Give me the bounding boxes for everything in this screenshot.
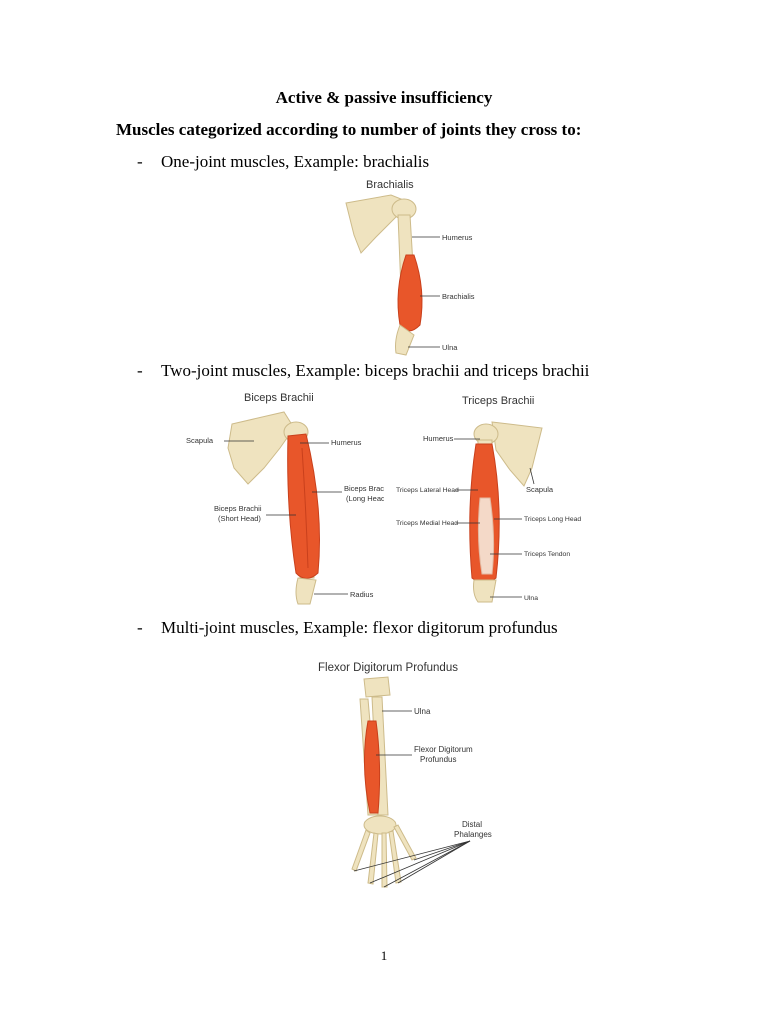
figure-triceps-brachii: Triceps Brachii Humerus Scapula Triceps … [392,388,582,608]
bullet-dash: - [137,152,143,171]
label-distal-sub: Phalanges [454,830,492,839]
biceps-muscle [287,433,320,579]
page-number: 1 [380,948,388,963]
label-ulna: Ulna [414,707,431,716]
biceps-divide [301,447,309,569]
bullet-two-joint: -Two-joint muscles, Example: biceps brac… [137,361,589,381]
ulna-bone [395,324,415,356]
figure-title: Flexor Digitorum Profundus [318,662,458,674]
label-scapula: Scapula [186,436,214,445]
triceps-tendon [477,497,495,575]
figure-title: Triceps Brachii [462,395,534,407]
fdp-muscle [363,720,381,814]
carpal-bones [363,815,397,835]
label-lateral-head: Triceps Lateral Head [396,487,459,494]
label-fdp-sub: Profundus [420,755,456,764]
page-title: Active & passive insufficiency [275,88,493,107]
figure-brachialis: Brachialis Humerus Brachialis Ulna [336,175,486,360]
label-humerus: Humerus [423,434,454,443]
bullet-dash: - [137,361,143,380]
bullet-multi-joint: -Multi-joint muscles, Example: flexor di… [137,618,558,638]
bullet-text: Multi-joint muscles, Example: flexor dig… [161,618,558,637]
figure-title: Brachialis [366,179,414,191]
radius-bone [295,577,317,605]
label-brachialis: Brachialis [442,292,475,301]
humerus-distal [363,676,391,698]
bullet-one-joint: -One-joint muscles, Example: brachialis [137,152,429,172]
label-ulna: Ulna [524,595,538,602]
label-tendon: Triceps Tendon [524,551,570,558]
brachialis-muscle [397,254,423,332]
bullet-text: Two-joint muscles, Example: biceps brach… [161,361,590,380]
label-humerus: Humerus [331,438,362,447]
bullet-dash: - [137,618,143,637]
distal-phalanges-leader-lines [353,840,471,888]
label-fdp: Flexor Digitorum [414,745,473,754]
scapula-bone [227,411,295,485]
figure-title: Biceps Brachii [244,392,314,404]
label-ulna: Ulna [442,343,458,352]
label-radius: Radius [350,590,374,599]
label-long-head-sub: (Long Head) [346,494,384,503]
label-medial-head: Triceps Medial Head [396,520,458,527]
figure-flexor-digitorum-profundus: Flexor Digitorum Profundus Ulna Flexor D… [316,655,506,900]
bullet-text: One-joint muscles, Example: brachialis [161,152,430,171]
label-short-head-sub: (Short Head) [218,514,261,523]
label-short-head: Biceps Brachii [214,504,262,513]
scapula-bone [491,421,543,487]
label-scapula: Scapula [526,485,554,494]
label-humerus: Humerus [442,233,473,242]
section-heading: Muscles categorized according to number … [116,120,582,139]
scapula-bone [345,194,407,254]
figure-biceps-brachii: Biceps Brachii Scapula Humerus Biceps Br… [184,388,384,608]
hand-bones [351,824,417,888]
label-distal: Distal [462,820,482,829]
label-long-head: Biceps Brachii [344,484,384,493]
ulna-bone [473,579,497,603]
label-long-head: Triceps Long Head [524,516,581,523]
